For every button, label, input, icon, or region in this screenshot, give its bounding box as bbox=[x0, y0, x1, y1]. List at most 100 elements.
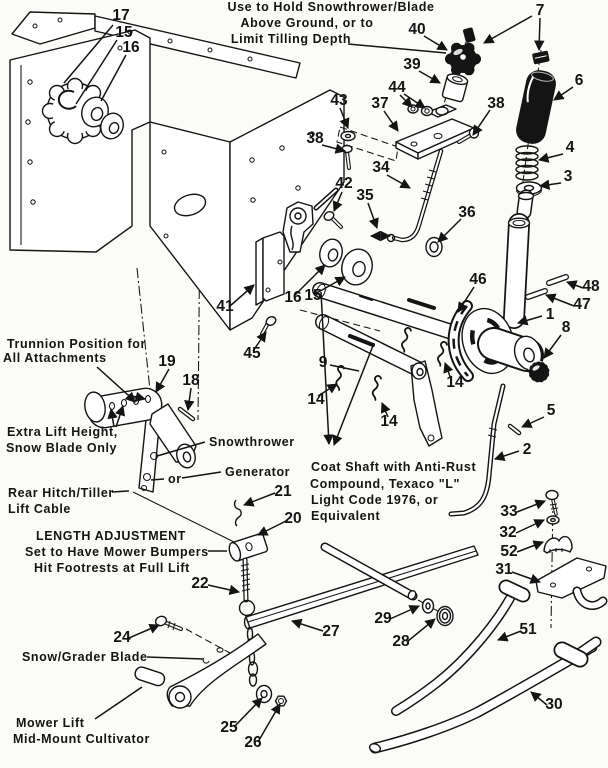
leader-line bbox=[537, 152, 564, 163]
lift-shaft-lower bbox=[315, 314, 426, 377]
rod-51 bbox=[391, 579, 531, 716]
leader-line bbox=[332, 191, 343, 212]
part-callout-40: 40 bbox=[408, 21, 425, 38]
snowthrower-label: Snowthrower bbox=[209, 435, 295, 449]
leader-line bbox=[386, 174, 411, 189]
lift-bar-assembly bbox=[245, 542, 479, 629]
clip-21 bbox=[233, 499, 242, 527]
support-bracket-41 bbox=[255, 201, 373, 336]
part-callout-14: 14 bbox=[307, 391, 325, 408]
lift-handle-column bbox=[503, 50, 556, 329]
part-callout-4: 4 bbox=[566, 139, 575, 156]
part-callout-43: 43 bbox=[330, 92, 348, 109]
nut-44a bbox=[407, 104, 419, 114]
leader-line bbox=[332, 342, 375, 446]
leader-line bbox=[329, 364, 360, 372]
leader-line bbox=[437, 218, 462, 243]
pin-5 bbox=[507, 423, 522, 436]
part-callout-42: 42 bbox=[335, 175, 352, 192]
part-callout-38: 38 bbox=[306, 130, 324, 147]
knob-8 bbox=[528, 361, 550, 383]
extra-lift-note: Snow Blade Only bbox=[6, 441, 117, 455]
leader-line bbox=[483, 15, 533, 44]
leader-line bbox=[124, 391, 136, 403]
leader-line bbox=[291, 618, 324, 632]
leader-line bbox=[229, 284, 255, 307]
spring-4 bbox=[515, 145, 539, 181]
hairpin-clip-14 bbox=[369, 374, 383, 402]
part-callout-51: 51 bbox=[519, 621, 537, 638]
leader-line bbox=[347, 43, 447, 54]
leader-line bbox=[516, 540, 544, 553]
leader-line bbox=[155, 368, 170, 393]
trunnion-arm-assembly bbox=[84, 387, 197, 493]
leader-line bbox=[257, 520, 287, 536]
adjuster-plate-assembly bbox=[336, 27, 481, 258]
cross-pin bbox=[320, 542, 418, 601]
mower-lift-note: Mower Lift bbox=[16, 716, 85, 730]
part-callout-25: 25 bbox=[220, 719, 238, 736]
rear-hitch-note: Lift Cable bbox=[8, 502, 71, 516]
part-callout-5: 5 bbox=[547, 402, 556, 419]
bushing-28 bbox=[436, 605, 454, 627]
leader-line bbox=[367, 202, 379, 229]
keyway-slot bbox=[348, 334, 375, 347]
leader-line bbox=[511, 571, 541, 584]
eyebolt-22 bbox=[238, 557, 256, 617]
screw-33 bbox=[545, 489, 559, 516]
part-callout-17: 17 bbox=[112, 7, 129, 24]
part-callout-32: 32 bbox=[499, 524, 516, 541]
leader-line bbox=[418, 70, 441, 84]
use-to-hold-note: Use to Hold Snowthrower/Blade bbox=[228, 0, 435, 14]
leader-line bbox=[321, 143, 347, 154]
leader-line bbox=[530, 691, 548, 706]
leader-line bbox=[63, 24, 114, 84]
leader-line bbox=[94, 686, 143, 720]
use-to-hold-note: Above Ground, or to bbox=[241, 16, 374, 30]
nut-7 bbox=[532, 50, 550, 65]
lift-shafts bbox=[312, 282, 460, 447]
part-callout-35: 35 bbox=[356, 187, 374, 204]
part-callout-26: 26 bbox=[244, 734, 262, 751]
leader-line bbox=[243, 492, 276, 507]
washer-32 bbox=[546, 515, 560, 525]
part-callout-15: 15 bbox=[304, 287, 322, 304]
washer-25 bbox=[255, 684, 273, 704]
leader-line bbox=[443, 362, 454, 380]
leader-line bbox=[516, 499, 546, 513]
frame-oval-hole bbox=[173, 193, 207, 217]
leader-line bbox=[521, 416, 545, 428]
part-callout-7: 7 bbox=[536, 2, 545, 19]
part-callout-14: 14 bbox=[380, 413, 398, 430]
leader-line bbox=[314, 276, 346, 295]
part-callout-36: 36 bbox=[458, 204, 476, 221]
bracket-31 bbox=[535, 557, 608, 610]
generator-label: Generator bbox=[225, 465, 290, 479]
chain-adjuster bbox=[228, 499, 269, 687]
part-callout-48: 48 bbox=[582, 278, 600, 295]
part-callout-29: 29 bbox=[374, 610, 392, 627]
leader-line bbox=[515, 519, 545, 534]
leader-line bbox=[317, 383, 338, 397]
leader-line bbox=[75, 39, 118, 105]
nut-44b bbox=[420, 105, 434, 117]
bellcrank-lever bbox=[410, 360, 443, 447]
leader-line bbox=[339, 107, 350, 129]
lift-rod-2 bbox=[448, 383, 506, 517]
leader-line bbox=[494, 450, 520, 461]
snow-grader-label: Snow/Grader Blade bbox=[22, 650, 148, 664]
trunnion-20 bbox=[228, 532, 269, 562]
lift-shaft-upper bbox=[312, 282, 460, 340]
part-callout-6: 6 bbox=[575, 72, 584, 89]
length-adjustment-note: Hit Footrests at Full Lift bbox=[34, 561, 190, 575]
part-callout-27: 27 bbox=[322, 623, 339, 640]
leader-line bbox=[497, 630, 522, 642]
hairpin-clip-14 bbox=[398, 326, 413, 353]
part-callout-21: 21 bbox=[274, 483, 292, 500]
washer-29 bbox=[421, 598, 435, 614]
spacer-39 bbox=[441, 73, 469, 103]
trunnion-position-note: All Attachments bbox=[3, 351, 107, 365]
